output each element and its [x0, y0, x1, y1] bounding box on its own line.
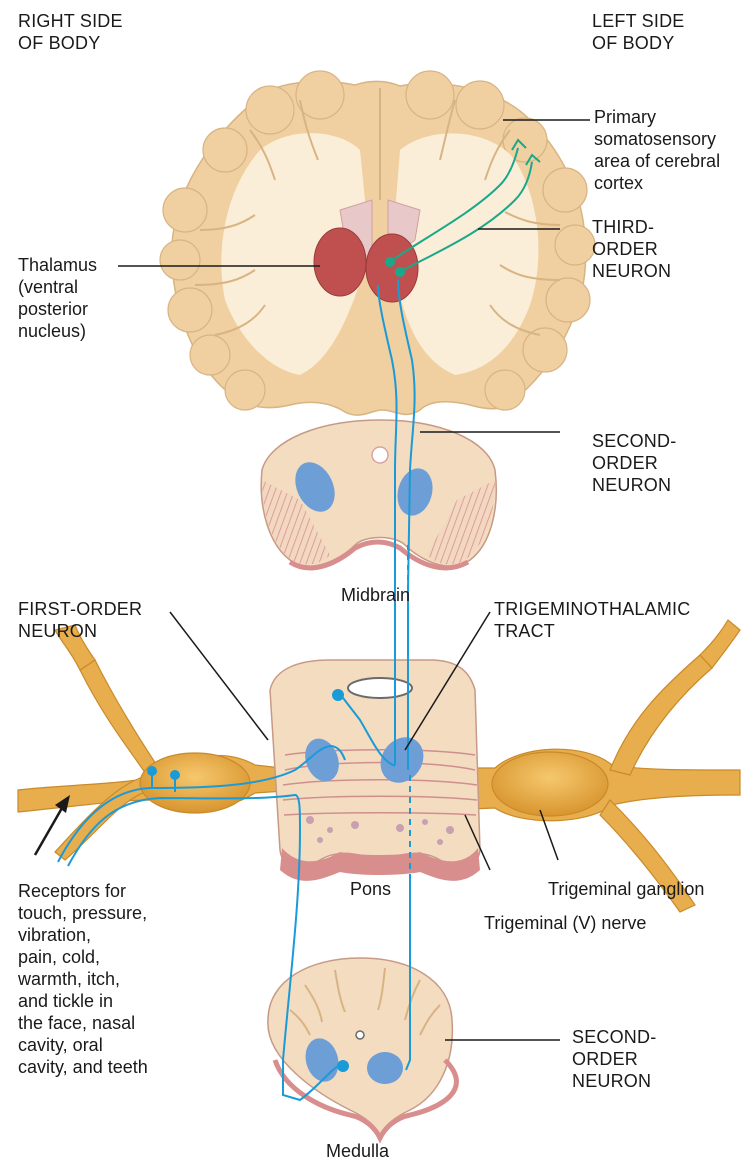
label-pons: Pons: [350, 878, 391, 900]
label-trigeminothalamic-tract: TRIGEMINOTHALAMIC TRACT: [494, 598, 690, 642]
header-right-side: RIGHT SIDE OF BODY: [18, 10, 123, 54]
label-first-order-neuron: FIRST-ORDER NEURON: [18, 598, 142, 642]
cerebrum-section: [160, 71, 595, 415]
midbrain-section: [261, 420, 496, 568]
label-trigeminal-nerve: Trigeminal (V) nerve: [484, 912, 646, 934]
label-primary-somatosensory: Primary somatosensory area of cerebral c…: [594, 106, 720, 194]
thalamus-left: [366, 234, 418, 302]
header-left-side: LEFT SIDE OF BODY: [592, 10, 685, 54]
thalamus-right: [314, 228, 366, 296]
medulla-section: [268, 958, 457, 1138]
label-medulla: Medulla: [326, 1140, 389, 1162]
label-second-order-neuron-upper: SECOND- ORDER NEURON: [592, 430, 676, 496]
label-midbrain: Midbrain: [341, 584, 410, 606]
medulla-nucleus-left: [367, 1052, 403, 1084]
label-thalamus: Thalamus (ventral posterior nucleus): [18, 254, 97, 342]
label-trigeminal-ganglion: Trigeminal ganglion: [548, 878, 704, 900]
pons-section: [270, 660, 480, 881]
label-receptors: Receptors for touch, pressure, vibration…: [18, 880, 148, 1078]
trigeminal-nerve-right: [18, 625, 300, 860]
label-third-order-neuron: THIRD- ORDER NEURON: [592, 216, 671, 282]
label-second-order-neuron-lower: SECOND- ORDER NEURON: [572, 1026, 656, 1092]
